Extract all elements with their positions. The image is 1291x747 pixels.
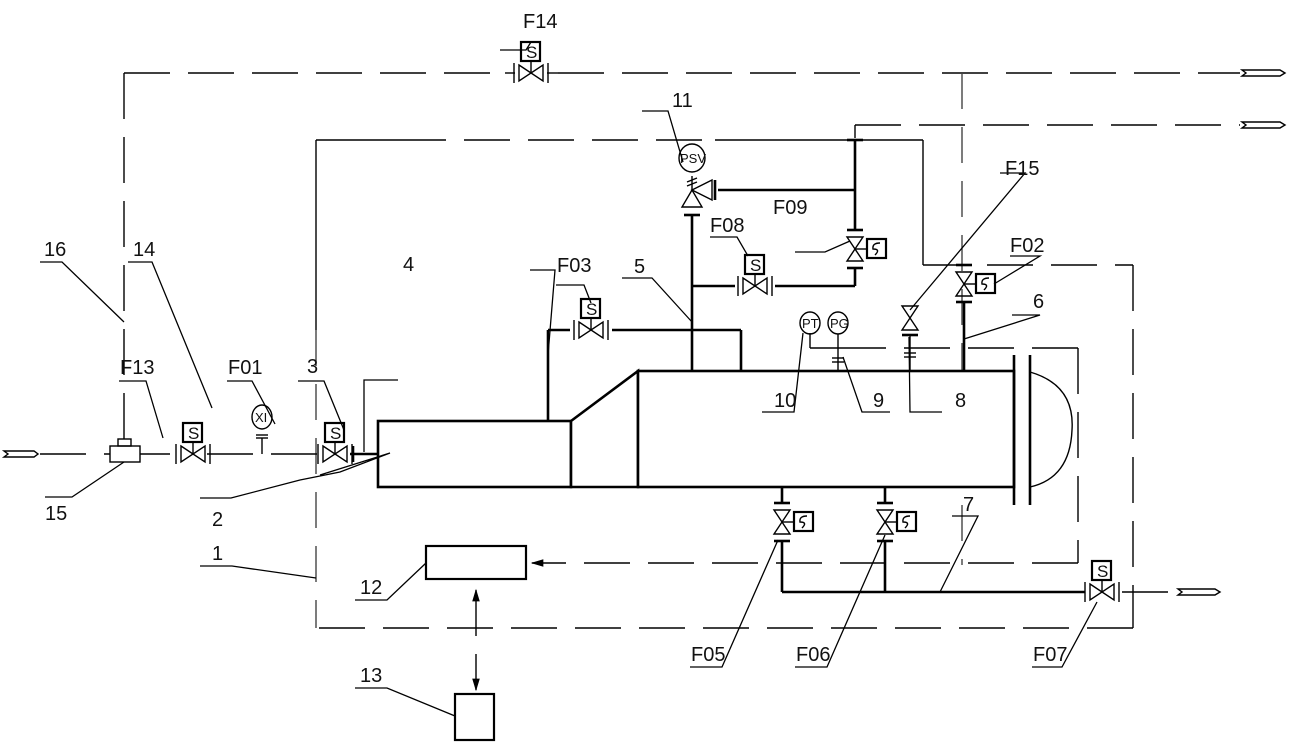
pressure-gauge-pg[interactable]: PG xyxy=(827,311,849,371)
solenoid-label: S xyxy=(526,43,537,62)
label-f07: F07 xyxy=(1033,644,1067,666)
actuated-valve-f06[interactable] xyxy=(875,509,918,535)
label-f13: F13 xyxy=(120,357,154,379)
psv-label: PSV xyxy=(680,151,706,166)
xi-label: XI xyxy=(255,410,267,425)
pipe-line-4 xyxy=(546,328,743,421)
label-11: 11 xyxy=(672,90,693,112)
safety-valve-11[interactable]: PSV xyxy=(678,143,713,208)
solenoid-label: S xyxy=(586,300,597,319)
label-16: 16 xyxy=(44,239,66,261)
label-3: 3 xyxy=(307,356,318,378)
label-13: 13 xyxy=(360,665,382,687)
solenoid-valve-f07[interactable]: S xyxy=(1084,559,1120,602)
label-f15: F15 xyxy=(1005,158,1039,180)
label-8: 8 xyxy=(955,390,966,412)
solenoid-label: S xyxy=(188,424,199,443)
label-5: 5 xyxy=(634,256,645,278)
label-14: 14 xyxy=(133,239,155,261)
vent-pipe-end-icon xyxy=(1239,121,1287,129)
actuator-icon xyxy=(902,515,911,529)
solenoid-valve-f03[interactable]: S xyxy=(573,297,609,340)
actuator-icon xyxy=(872,242,881,256)
label-2: 2 xyxy=(212,509,223,531)
pipe-line-6 xyxy=(956,263,972,371)
label-f06: F06 xyxy=(796,644,830,666)
label-f05: F05 xyxy=(691,644,725,666)
vent-line xyxy=(854,124,1240,138)
pt-signal-line xyxy=(530,333,1079,567)
label-f03: F03 xyxy=(557,255,591,277)
label-4: 4 xyxy=(403,254,414,276)
label-f14: F14 xyxy=(523,11,557,33)
controller-12[interactable] xyxy=(424,544,528,581)
pg-label: PG xyxy=(830,316,849,331)
label-10: 10 xyxy=(774,390,796,412)
indicator-xi[interactable]: XI xyxy=(251,404,273,454)
label-15: 15 xyxy=(45,503,67,525)
solenoid-valve-f14[interactable]: S xyxy=(513,40,549,83)
pt-label: PT xyxy=(802,316,819,331)
solenoid-valve-f08[interactable]: S xyxy=(737,253,773,296)
label-12: 12 xyxy=(360,577,382,599)
vessel-2[interactable] xyxy=(376,355,1073,505)
inlet-line xyxy=(1,450,378,458)
end-cap xyxy=(1029,371,1073,488)
inlet-pipe-end-icon xyxy=(1,450,40,458)
solenoid-valve-f01[interactable]: S xyxy=(317,421,353,464)
actuated-valve-f09[interactable] xyxy=(845,236,888,262)
label-f08: F08 xyxy=(710,215,744,237)
label-f02: F02 xyxy=(1010,235,1044,257)
leader-lines xyxy=(40,41,1098,717)
actuator-icon xyxy=(981,277,990,291)
label-9: 9 xyxy=(873,390,884,412)
pressure-transmitter-pt[interactable]: PT xyxy=(799,311,821,335)
outlet-pipe-end-icon xyxy=(1239,69,1287,77)
solenoid-label: S xyxy=(330,424,341,443)
reference-labels: F14 11 F15 F09 F08 F02 16 14 4 F03 5 6 F… xyxy=(44,11,1067,687)
tee-component-15[interactable] xyxy=(109,438,141,463)
unit-13[interactable] xyxy=(453,692,496,742)
actuated-valve-f05[interactable] xyxy=(772,509,815,535)
outlet-pipe-end-icon xyxy=(1175,588,1222,596)
label-f01: F01 xyxy=(228,357,262,379)
label-7: 7 xyxy=(963,494,974,516)
manual-valve-f15[interactable] xyxy=(900,305,920,371)
solenoid-label: S xyxy=(1097,562,1108,581)
pipe-line-7 xyxy=(774,487,1085,594)
solenoid-label: S xyxy=(750,256,761,275)
signal-line-top xyxy=(123,72,1240,565)
actuated-valve-f02[interactable] xyxy=(954,271,997,297)
label-6: 6 xyxy=(1033,291,1044,313)
label-1: 1 xyxy=(212,543,223,565)
label-f09: F09 xyxy=(773,197,807,219)
pipe-line-5 xyxy=(684,138,863,371)
solenoid-valve-f13[interactable]: S xyxy=(175,421,211,464)
actuator-icon xyxy=(799,515,808,529)
